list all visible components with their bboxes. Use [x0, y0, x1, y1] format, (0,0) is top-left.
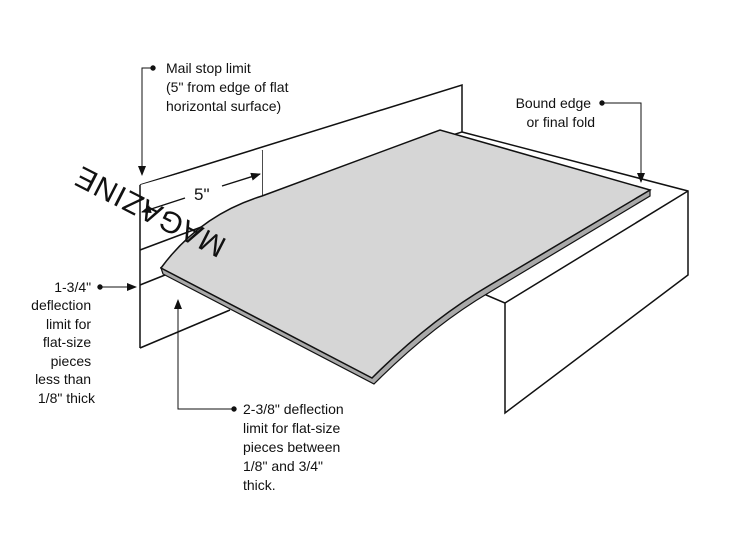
bound-edge-leader: [599, 100, 645, 183]
dimension-5in: [141, 172, 261, 214]
mail-stop-leader: [138, 65, 156, 176]
mail-stop-callout: Mail stop limit (5" from edge of flat ho…: [166, 60, 292, 114]
large-deflection-callout: 2-3/8" deflection limit for flat-size pi…: [243, 401, 348, 493]
deflection-panel: [139, 150, 262, 349]
small-deflection-callout: 1-3/4" deflection limit for flat-size pi…: [31, 279, 96, 406]
small-deflection-leader: [97, 283, 137, 291]
dimension-5in-label: 5": [194, 185, 210, 204]
large-deflection-leader: [174, 299, 237, 412]
bound-edge-callout: Bound edge or final fold: [516, 95, 595, 130]
